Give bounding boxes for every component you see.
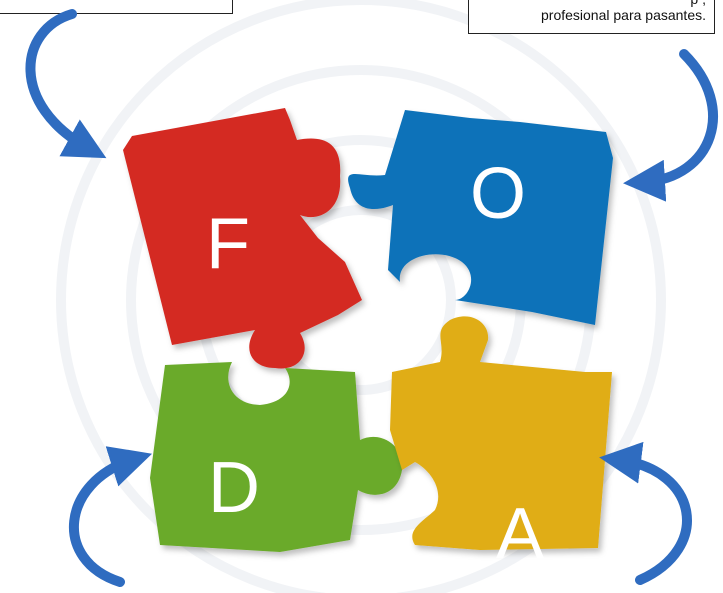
puzzle-piece-d-shape xyxy=(150,362,403,552)
top-left-note-box xyxy=(0,0,233,14)
puzzle-piece-f-shape xyxy=(123,108,362,369)
puzzle-piece-o-shape xyxy=(348,110,613,325)
curved-arrow-top-left xyxy=(25,9,107,159)
top-right-note-line2: profesional para pasantes. xyxy=(541,7,706,23)
letter-f: F xyxy=(206,204,250,284)
top-right-note-box: p , profesional para pasantes. xyxy=(468,0,715,34)
letter-a: A xyxy=(496,494,544,574)
puzzle-piece-o xyxy=(348,110,613,325)
puzzle-piece-f xyxy=(123,108,362,369)
curved-arrow-top-right xyxy=(623,49,718,202)
letter-d: D xyxy=(208,448,260,528)
puzzle-piece-d xyxy=(150,362,403,552)
curved-arrow-bottom-right xyxy=(599,441,692,585)
puzzle-piece-a xyxy=(390,316,612,550)
curved-arrow-bottom-left xyxy=(68,446,153,587)
puzzle-piece-a-shape xyxy=(390,316,612,550)
letter-o: O xyxy=(470,154,526,234)
top-right-note-line1: p , xyxy=(475,0,706,7)
